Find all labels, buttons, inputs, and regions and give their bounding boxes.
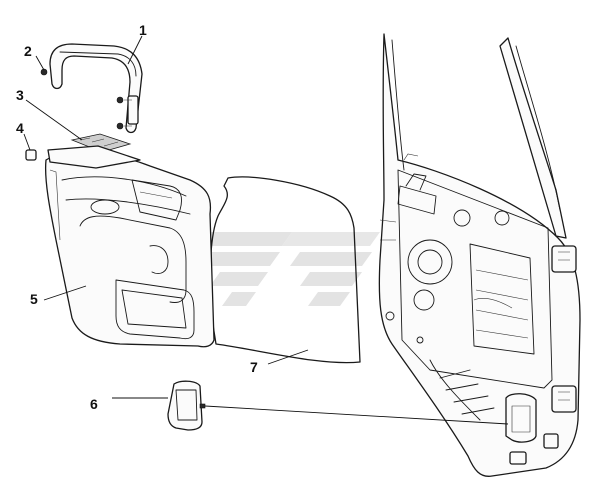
leader-6b: [204, 405, 509, 425]
leader-1: [127, 35, 143, 65]
leader-2: [35, 55, 45, 71]
door-inner-frame: [378, 33, 581, 477]
leader-lines: [23, 35, 509, 425]
handle-screw: [40, 68, 132, 130]
cover-cap: [167, 380, 206, 431]
callout-6: 6: [90, 396, 98, 412]
callout-7: 7: [250, 359, 258, 375]
leader-5: [43, 285, 87, 301]
grab-handle: [49, 43, 143, 134]
leader-7: [267, 349, 309, 365]
callout-5: 5: [30, 291, 38, 307]
switch-panel: [47, 133, 141, 169]
callout-3: 3: [16, 87, 24, 103]
callout-4: 4: [16, 120, 24, 136]
door-trim-panel: [44, 152, 215, 348]
callout-1: 1: [139, 22, 147, 38]
callout-2: 2: [24, 43, 32, 59]
watermark-logo: [190, 232, 380, 306]
clip: [25, 149, 37, 161]
leader-4: [23, 133, 31, 151]
watershield-film: [209, 176, 361, 364]
leader-3: [25, 99, 83, 141]
callout-labels: 1 2 3 4 5 6 7: [16, 22, 258, 412]
